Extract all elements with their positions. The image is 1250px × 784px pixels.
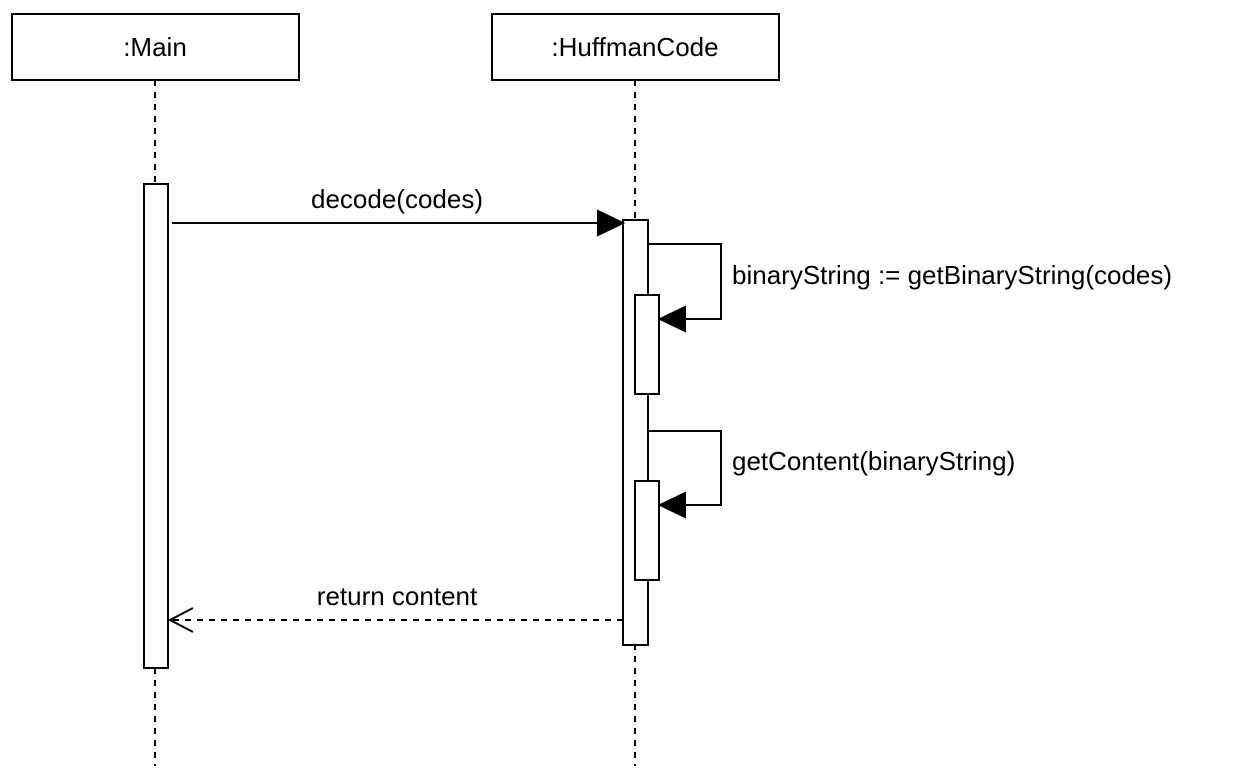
participant-huffman-code: :HuffmanCode xyxy=(491,13,780,81)
participant-main-label: :Main xyxy=(123,32,187,62)
message-decode-label: decode(codes) xyxy=(311,184,483,214)
message-get-binary-string-line xyxy=(648,243,722,320)
participant-huffman-code-label: :HuffmanCode xyxy=(551,32,718,62)
message-get-content: getContent(binaryString) xyxy=(648,430,1015,519)
activation-get-binary-string xyxy=(634,294,660,395)
activation-get-content xyxy=(634,480,660,581)
participant-huffman-code-box xyxy=(491,13,780,81)
message-get-binary-string-label: binaryString := getBinaryString(codes) xyxy=(732,260,1172,290)
activation-huffman-code xyxy=(622,219,649,646)
open-arrowhead-icon xyxy=(167,607,194,633)
participant-main-box xyxy=(11,13,300,81)
message-return-content: return content xyxy=(167,581,623,633)
message-get-content-label: getContent(binaryString) xyxy=(732,446,1015,476)
message-return-content-label: return content xyxy=(317,581,478,611)
message-decode: decode(codes) xyxy=(172,184,626,237)
filled-arrowhead-icon xyxy=(657,305,686,333)
activation-main xyxy=(143,183,169,669)
participant-main: :Main xyxy=(11,13,300,81)
message-get-binary-string: binaryString := getBinaryString(codes) xyxy=(648,243,1172,333)
filled-arrowhead-icon xyxy=(597,209,626,237)
filled-arrowhead-icon xyxy=(657,491,686,519)
message-get-content-line xyxy=(648,430,722,506)
